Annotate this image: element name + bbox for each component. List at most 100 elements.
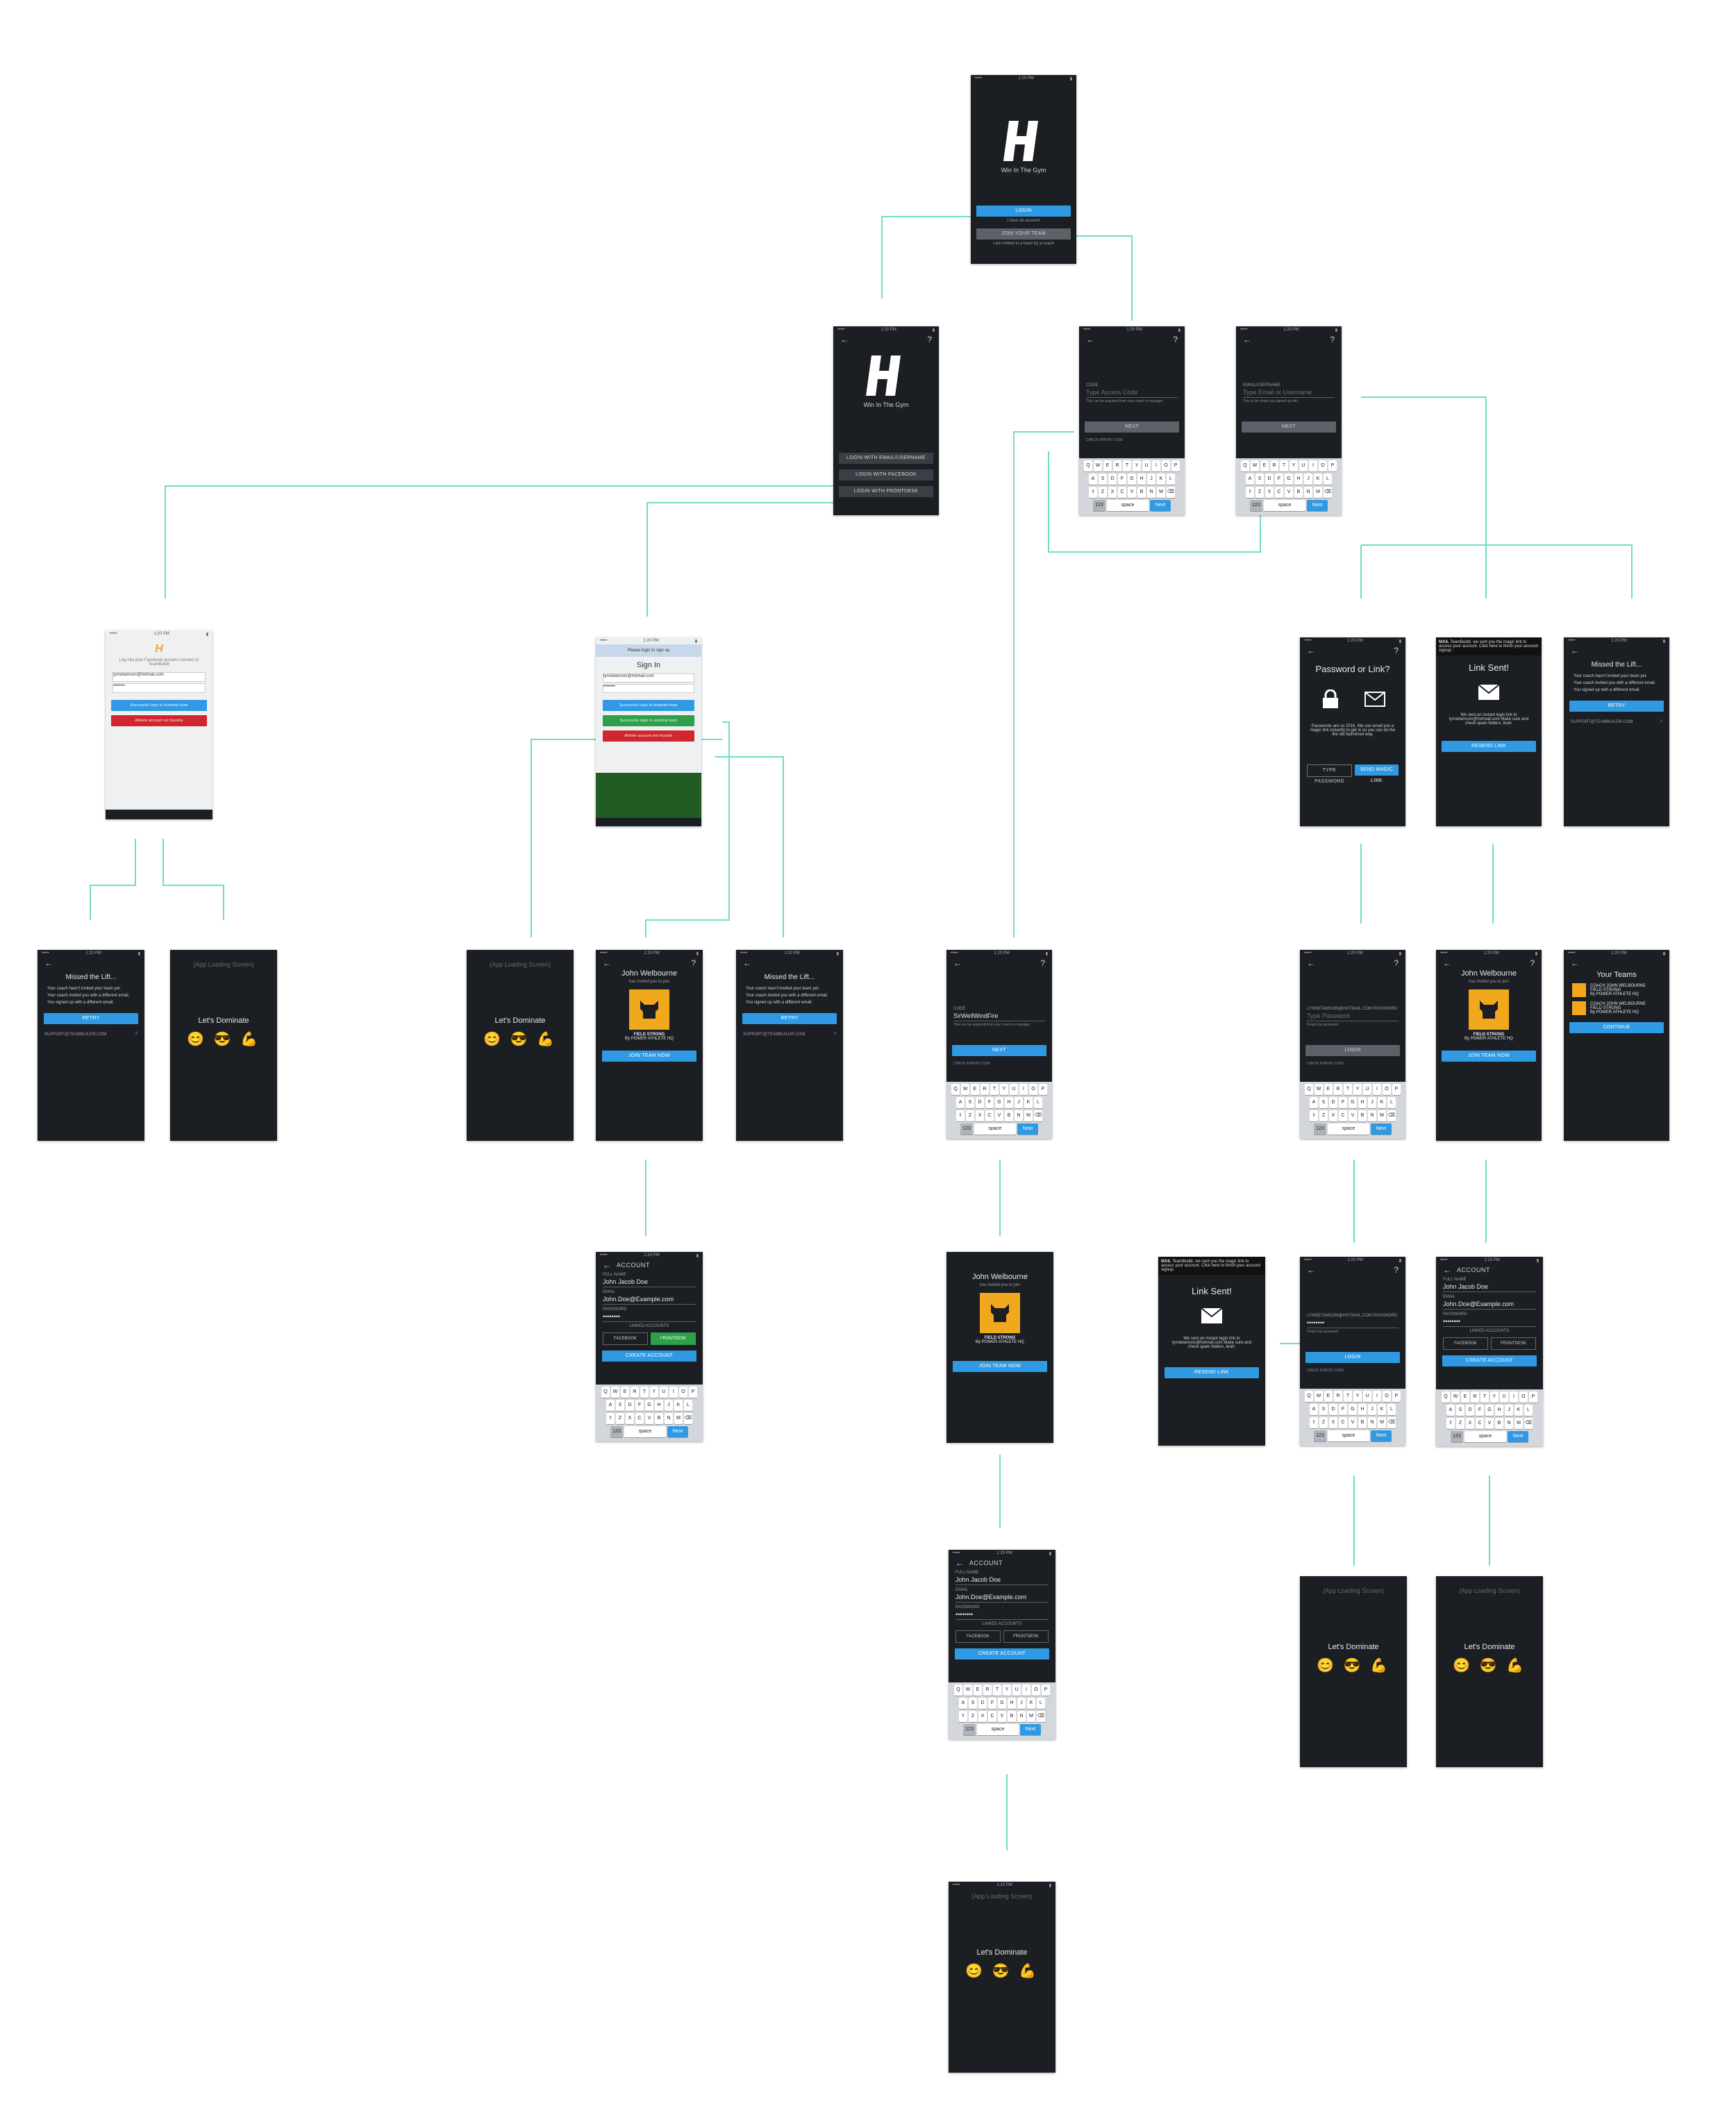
key-row1-6[interactable]: U [1012,1685,1021,1696]
key-next[interactable]: Next [1371,1430,1392,1441]
key-row3-2[interactable]: X [1329,1110,1337,1121]
key-row2-7[interactable]: K [1027,1698,1035,1709]
help-icon[interactable]: ? [1530,958,1535,968]
login-email-button[interactable]: LOGIN WITH EMAIL/USERNAME [839,453,933,464]
key-row3-5[interactable]: B [1005,1110,1013,1121]
key-row3-3[interactable]: C [1339,1110,1347,1121]
key-row2-2[interactable]: D [1466,1405,1474,1416]
key-row1-4[interactable]: T [1480,1391,1489,1403]
key-row3-7[interactable]: M [1514,1418,1523,1429]
key-row1-0[interactable]: Q [951,1084,960,1095]
key-row3-6[interactable]: N [1304,487,1312,498]
key-row3-7[interactable]: M [674,1413,683,1424]
join-team-now-button[interactable]: JOIN TEAM NOW [602,1051,696,1062]
key-row2-8[interactable]: L [1387,1404,1396,1415]
key-row1-4[interactable]: T [990,1084,999,1095]
key-row2-6[interactable]: J [1017,1698,1026,1709]
key-space[interactable]: space [1107,500,1149,511]
key-row2-3[interactable]: F [1118,474,1126,485]
key-row1-3[interactable]: R [1113,460,1121,471]
key-row2-1[interactable]: S [969,1698,977,1709]
create-account-button[interactable]: CREATE ACCOUNT [602,1351,696,1362]
key-row3-3[interactable]: C [988,1711,996,1722]
key-row3-2[interactable]: X [1466,1418,1474,1429]
frontdesk-email[interactable]: lynnetamoon@hotmail.com [603,674,694,683]
facebook-link-button[interactable]: FACEBOOK [955,1630,1001,1643]
key-row3-1[interactable]: Z [1319,1110,1328,1121]
help-icon[interactable]: ? [1040,958,1045,968]
facebook-notfound-button[interactable]: Athlete account not found/a [111,715,207,726]
key-row1-1[interactable]: W [961,1084,969,1095]
key-row2-2[interactable]: D [1329,1097,1337,1108]
key-row3-0[interactable]: ⇧ [956,1110,965,1121]
back-arrow-icon[interactable]: ← [1307,958,1315,968]
key-row2-1[interactable]: S [1319,1404,1328,1415]
email-input[interactable]: John.Doe@Example.com [955,1594,1049,1603]
key-row3-6[interactable]: N [1505,1418,1513,1429]
key-row3-8[interactable]: ⌫ [1387,1417,1396,1428]
help-icon[interactable]: ? [927,335,932,344]
key-row1-7[interactable]: I [1019,1084,1028,1095]
key-row3-2[interactable]: X [1108,487,1117,498]
key-row1-2[interactable]: E [974,1685,982,1696]
key-row2-6[interactable]: J [1505,1405,1513,1416]
key-row2-2[interactable]: D [1265,474,1274,485]
key-row3-8[interactable]: ⌫ [684,1413,692,1424]
key-row1-7[interactable]: I [669,1387,678,1398]
key-row2-6[interactable]: J [665,1400,673,1411]
key-row2-4[interactable]: G [1285,474,1293,485]
key-row2-0[interactable]: A [959,1698,967,1709]
key-row2-3[interactable]: F [985,1097,994,1108]
check-code-link[interactable]: CHECK ERROR CODE [953,1062,990,1066]
key-row1-0[interactable]: Q [1084,460,1092,471]
key-row1-0[interactable]: Q [1305,1391,1313,1402]
key-row3-6[interactable]: N [665,1413,673,1424]
help-icon[interactable]: ? [135,1033,137,1037]
code-input[interactable]: Type Access Code [1086,389,1178,398]
key-row1-2[interactable]: E [1324,1084,1333,1095]
key-row1-7[interactable]: I [1510,1391,1518,1403]
key-row1-6[interactable]: U [1010,1084,1018,1095]
key-row3-8[interactable]: ⌫ [1167,487,1175,498]
key-row2-3[interactable]: F [635,1400,644,1411]
password-input[interactable]: Type Password [1307,1012,1399,1021]
key-row2-5[interactable]: H [655,1400,663,1411]
key-row3-5[interactable]: B [1358,1110,1367,1121]
frontdesk-notfound-button[interactable]: Athlete account not found/a [603,730,694,742]
frontdesk-branded-button[interactable]: Successful login to branded team [603,700,694,711]
key-row3-7[interactable]: M [1378,1417,1386,1428]
back-arrow-icon[interactable]: ← [44,958,53,968]
key-row2-4[interactable]: G [998,1698,1006,1709]
back-arrow-icon[interactable]: ← [953,958,962,968]
key-row2-4[interactable]: G [1349,1404,1357,1415]
type-password-button[interactable]: TYPE PASSWORD [1307,764,1352,784]
key-row1-5[interactable]: Y [1290,460,1298,471]
key-next[interactable]: Next [1371,1123,1392,1135]
back-arrow-icon[interactable]: ← [1571,958,1579,968]
frontdesk-password[interactable]: •••••••• [603,684,694,693]
key-row2-0[interactable]: A [1089,474,1097,485]
key-row1-9[interactable]: P [1171,460,1180,471]
key-row2-0[interactable]: A [1310,1404,1318,1415]
back-arrow-icon[interactable]: ← [1571,646,1579,655]
key-row1-1[interactable]: W [1251,460,1259,471]
key-123[interactable]: 123 [1451,1431,1463,1442]
key-row2-4[interactable]: G [1128,474,1136,485]
email-input[interactable]: John.Doe@Example.com [603,1296,696,1305]
key-row2-2[interactable]: D [976,1097,984,1108]
full-name-input[interactable]: John Jacob Doe [603,1278,696,1287]
key-row3-0[interactable]: ⇧ [1446,1418,1455,1429]
help-icon[interactable]: ? [1394,1265,1399,1275]
key-row3-6[interactable]: N [1017,1711,1026,1722]
key-123[interactable]: 123 [1093,500,1105,511]
key-next[interactable]: Next [667,1426,688,1437]
frontdesk-link-button[interactable]: FRONTDESK [1491,1337,1536,1350]
key-row3-2[interactable]: X [1265,487,1274,498]
back-arrow-icon[interactable]: ← [1307,1265,1315,1275]
key-row2-2[interactable]: D [1108,474,1117,485]
key-row3-1[interactable]: Z [969,1711,977,1722]
key-row3-1[interactable]: Z [1456,1418,1464,1429]
facebook-link-button[interactable]: FACEBOOK [603,1332,648,1345]
